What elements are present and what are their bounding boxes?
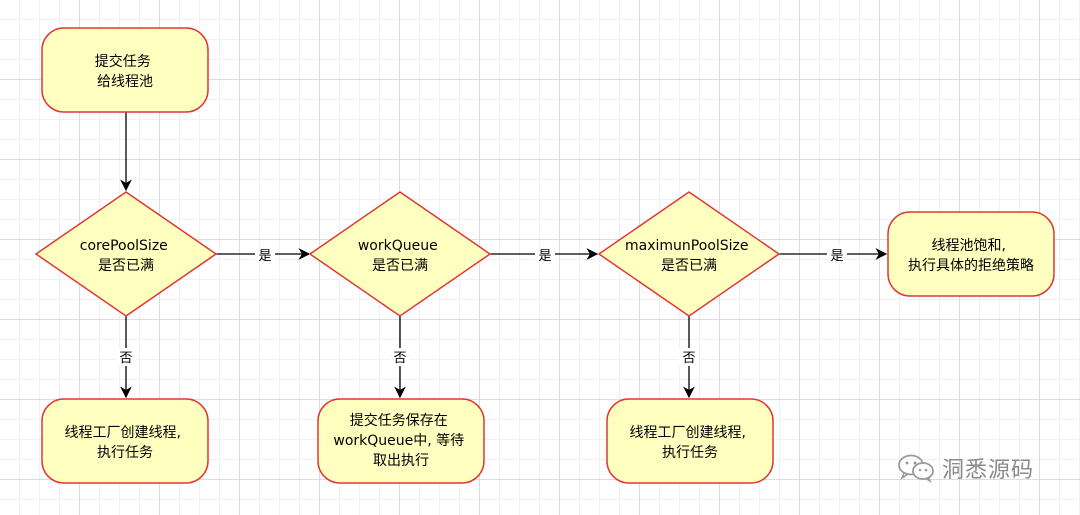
- node-create-core[interactable]: 线程工厂创建线程, 执行任务: [41, 398, 209, 484]
- svg-text:提交任务保存在 workQueue中, 等待: 提交任务保存在 workQueue中, 等待 取出执行: [333, 412, 468, 469]
- node-create-core-shape: [41, 398, 209, 484]
- node-enqueue-line-3: 取出执行: [373, 453, 429, 469]
- node-create-core-line-1: 线程工厂创建线程,: [65, 425, 181, 441]
- node-max-check-line-2: 是否已满: [661, 258, 717, 274]
- edges: 是 是 是 否 否 否: [116, 112, 888, 399]
- svg-text:提交任务 给线程池: 提交任务 给线程池: [95, 53, 155, 90]
- svg-text:线程池饱和, 执行具体的拒绝策略: 线程池饱和, 执行具体的拒绝策略: [908, 238, 1034, 274]
- svg-text:workQueue 是否已满: workQueue 是否已满: [358, 238, 442, 274]
- svg-text:线程工厂创建线程, 执行任务: 线程工厂创建线程, 执行任务: [630, 425, 751, 461]
- edge-label-core-to-create: 否: [119, 351, 132, 366]
- node-max-check[interactable]: maximunPoolSize 是否已满: [597, 191, 781, 317]
- node-create-core-line-2: 执行任务: [97, 445, 153, 461]
- edge-label-queue-to-max: 是: [538, 249, 551, 264]
- node-create-extra[interactable]: 线程工厂创建线程, 执行任务: [606, 398, 774, 484]
- node-core-check-line-2: 是否已满: [98, 258, 154, 274]
- node-core-check-shape: [34, 191, 218, 317]
- node-core-check-line-1: corePoolSize: [80, 238, 168, 254]
- node-create-extra-shape: [606, 398, 774, 484]
- edge-label-max-to-create: 否: [682, 351, 695, 366]
- edge-label-core-to-queue: 是: [258, 249, 271, 264]
- node-queue-check-line-2: 是否已满: [372, 258, 428, 274]
- node-start[interactable]: 提交任务 给线程池: [41, 27, 209, 113]
- node-start-line-1: 提交任务: [95, 53, 151, 70]
- node-reject-shape: [887, 211, 1055, 297]
- node-enqueue-shape: [317, 398, 485, 484]
- wechat-icon: [898, 454, 934, 483]
- node-start-shape: [41, 27, 209, 113]
- node-enqueue-line-1: 提交任务保存在: [350, 412, 448, 429]
- node-queue-check-line-1: workQueue: [358, 238, 438, 254]
- node-reject-line-1: 线程池饱和,: [932, 238, 1006, 254]
- node-enqueue-line-2: workQueue中, 等待: [333, 432, 464, 449]
- node-queue-check-shape: [308, 191, 492, 317]
- node-queue-check[interactable]: workQueue 是否已满: [308, 191, 492, 317]
- watermark-text: 洞悉源码: [942, 458, 1035, 483]
- watermark: 洞悉源码: [896, 452, 1034, 484]
- edge-label-max-to-reject: 是: [830, 249, 843, 264]
- node-enqueue[interactable]: 提交任务保存在 workQueue中, 等待 取出执行: [317, 398, 485, 484]
- svg-text:corePoolSize 是否已满: corePoolSize 是否已满: [80, 238, 172, 274]
- node-create-extra-line-1: 线程工厂创建线程,: [630, 425, 746, 441]
- node-core-check[interactable]: corePoolSize 是否已满: [34, 191, 218, 317]
- edge-label-queue-to-enqueue: 否: [393, 351, 406, 366]
- svg-text:maximunPoolSize 是否已满: maximunPoolSize 是否已满: [625, 238, 753, 274]
- node-start-line-2: 给线程池: [97, 74, 153, 90]
- node-max-check-line-1: maximunPoolSize: [625, 238, 748, 254]
- node-create-extra-line-2: 执行任务: [662, 445, 718, 461]
- node-max-check-shape: [597, 191, 781, 317]
- node-reject-line-2: 执行具体的拒绝策略: [908, 257, 1034, 274]
- node-reject[interactable]: 线程池饱和, 执行具体的拒绝策略: [887, 211, 1055, 297]
- svg-text:线程工厂创建线程, 执行任务: 线程工厂创建线程, 执行任务: [65, 425, 186, 461]
